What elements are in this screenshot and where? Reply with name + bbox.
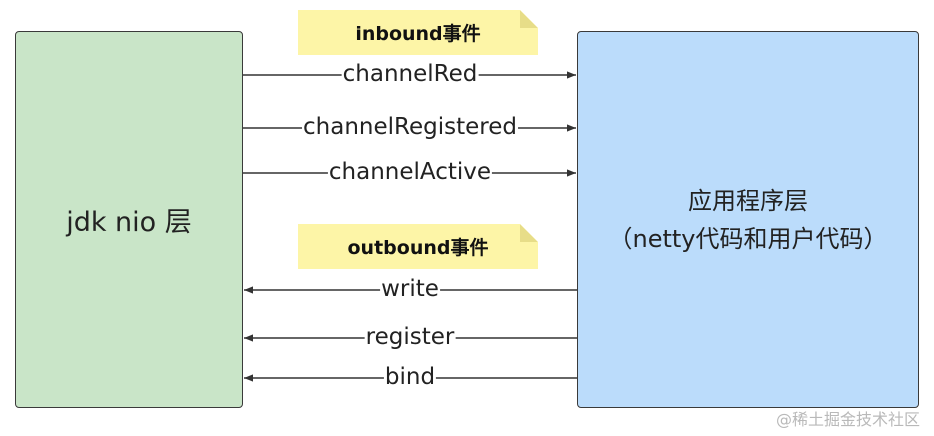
inbound-events-note: inbound事件 — [298, 10, 538, 55]
event-label-channelactive: channelActive — [327, 159, 493, 185]
outbound-events-note: outbound事件 — [298, 224, 538, 269]
outbound-events-title: outbound事件 — [347, 237, 489, 259]
jdk-nio-layer-label: jdk nio 层 — [66, 207, 192, 238]
event-label-bind: bind — [383, 364, 437, 390]
jdk-nio-layer-box: jdk nio 层 — [15, 31, 243, 408]
event-label-write: write — [380, 276, 440, 302]
application-layer-box: 应用程序层 （netty代码和用户代码） — [577, 31, 919, 408]
watermark: @稀土掘金技术社区 — [775, 410, 920, 429]
event-label-channelregistered: channelRegistered — [302, 114, 518, 140]
inbound-events-title: inbound事件 — [355, 23, 481, 45]
event-label-channelred: channelRed — [341, 61, 479, 87]
event-label-register: register — [364, 324, 456, 350]
application-layer-subtitle: （netty代码和用户代码） — [608, 224, 888, 253]
application-layer-title: 应用程序层 — [688, 186, 808, 215]
